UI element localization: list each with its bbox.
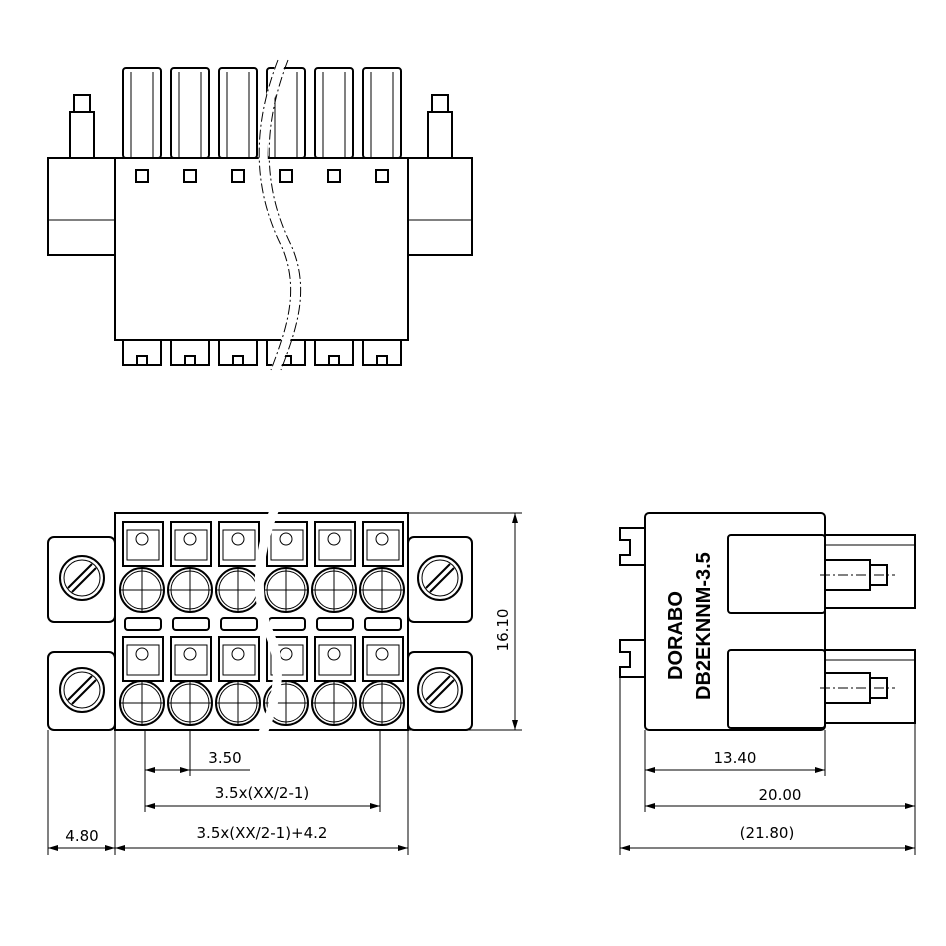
cell-inner: [270, 529, 304, 561]
pin: [218, 340, 258, 366]
coding-slot: [172, 617, 210, 631]
front-view: [47, 506, 473, 737]
screw-icon: [417, 555, 463, 601]
wire-release-cell: [218, 521, 260, 567]
dim-flange-offset: 4.80: [65, 827, 98, 845]
screw-slot: [71, 679, 97, 705]
screw-icon: [59, 667, 105, 713]
release-hole: [327, 647, 341, 661]
dim-side-depth-total: (21.80): [740, 824, 795, 842]
wire-release-cell: [170, 521, 212, 567]
actuator-tab: [170, 67, 210, 159]
side-view: DORABO DB2EKNNM-3.5: [619, 512, 916, 731]
coding-slot: [220, 617, 258, 631]
screw-inner: [63, 671, 101, 709]
pin: [122, 340, 162, 366]
break-line: [258, 59, 292, 371]
break-line: [268, 59, 302, 371]
cell-inner: [270, 644, 304, 676]
release-hole: [231, 647, 245, 661]
coding-slot: [316, 617, 354, 631]
dim-pitch-span: 3.5x(XX/2-1): [215, 784, 310, 802]
wire-release-cell: [170, 636, 212, 682]
dim-side-depth-b: 20.00: [759, 786, 802, 804]
dim-pitch: 3.50: [208, 749, 241, 767]
test-port: [231, 169, 245, 183]
release-hole: [279, 647, 293, 661]
right-post: [427, 111, 453, 159]
wire-release-cell: [362, 521, 404, 567]
release-hole: [231, 532, 245, 546]
cell-inner: [222, 529, 256, 561]
actuator-tab: [362, 67, 402, 159]
screw-slot: [67, 675, 93, 701]
coding-slot: [124, 617, 162, 631]
brand-logo-text: DORABO: [665, 591, 687, 680]
test-port: [327, 169, 341, 183]
wire-release-cell: [314, 521, 356, 567]
test-port: [375, 169, 389, 183]
release-hole: [375, 647, 389, 661]
cell-inner: [126, 529, 160, 561]
cell-inner: [366, 644, 400, 676]
test-port: [279, 169, 293, 183]
cell-inner: [222, 644, 256, 676]
release-hole: [135, 647, 149, 661]
cell-inner: [318, 644, 352, 676]
wire-release-cell: [266, 521, 308, 567]
dim-body-length: 3.5x(XX/2-1)+4.2: [197, 824, 328, 842]
side-view-body: [644, 512, 826, 731]
wire-release-cell: [122, 636, 164, 682]
cell-inner: [174, 644, 208, 676]
dim-side-depth-a: 13.40: [714, 749, 757, 767]
screw-slot: [425, 563, 451, 589]
cell-inner: [318, 529, 352, 561]
cell-inner: [174, 529, 208, 561]
lower-contact-housing: [727, 649, 916, 729]
screw-slot: [429, 567, 455, 593]
wire-release-cell: [362, 636, 404, 682]
coding-slot: [364, 617, 402, 631]
pin: [362, 340, 402, 366]
screw-icon: [417, 667, 463, 713]
break-line: [258, 58, 300, 372]
coding-slot: [268, 617, 306, 631]
upper-contact-housing: [727, 534, 916, 614]
pin: [314, 340, 354, 366]
screw-inner: [421, 559, 459, 597]
test-port: [135, 169, 149, 183]
screw-inner: [63, 559, 101, 597]
test-port: [183, 169, 197, 183]
release-hole: [327, 532, 341, 546]
screw-slot: [425, 675, 451, 701]
wire-release-cell: [218, 636, 260, 682]
screw-inner: [421, 671, 459, 709]
left-post: [69, 111, 95, 159]
break-line: [254, 506, 283, 737]
wire-release-cell: [314, 636, 356, 682]
release-hole: [183, 532, 197, 546]
pin: [170, 340, 210, 366]
actuator-tab: [122, 67, 162, 159]
screw-slot: [429, 679, 455, 705]
part-number-label: DB2EKNNM-3.5: [693, 552, 715, 700]
wire-release-cell: [122, 521, 164, 567]
cell-inner: [366, 529, 400, 561]
dim-height: 16.10: [494, 609, 512, 652]
screw-icon: [59, 555, 105, 601]
cell-inner: [126, 644, 160, 676]
dimensions: 16.10 3.50 3.5x(XX/2-1) 4.80 3.5x(XX/2-1…: [47, 512, 916, 855]
left-flange: [47, 157, 116, 256]
release-hole: [183, 647, 197, 661]
release-hole: [375, 532, 389, 546]
actuator-tab: [218, 67, 258, 159]
right-flange: [407, 157, 473, 256]
release-hole: [279, 532, 293, 546]
screw-slot: [71, 567, 97, 593]
release-hole: [135, 532, 149, 546]
top-view: [47, 58, 473, 372]
screw-slot: [67, 563, 93, 589]
actuator-tab: [314, 67, 354, 159]
